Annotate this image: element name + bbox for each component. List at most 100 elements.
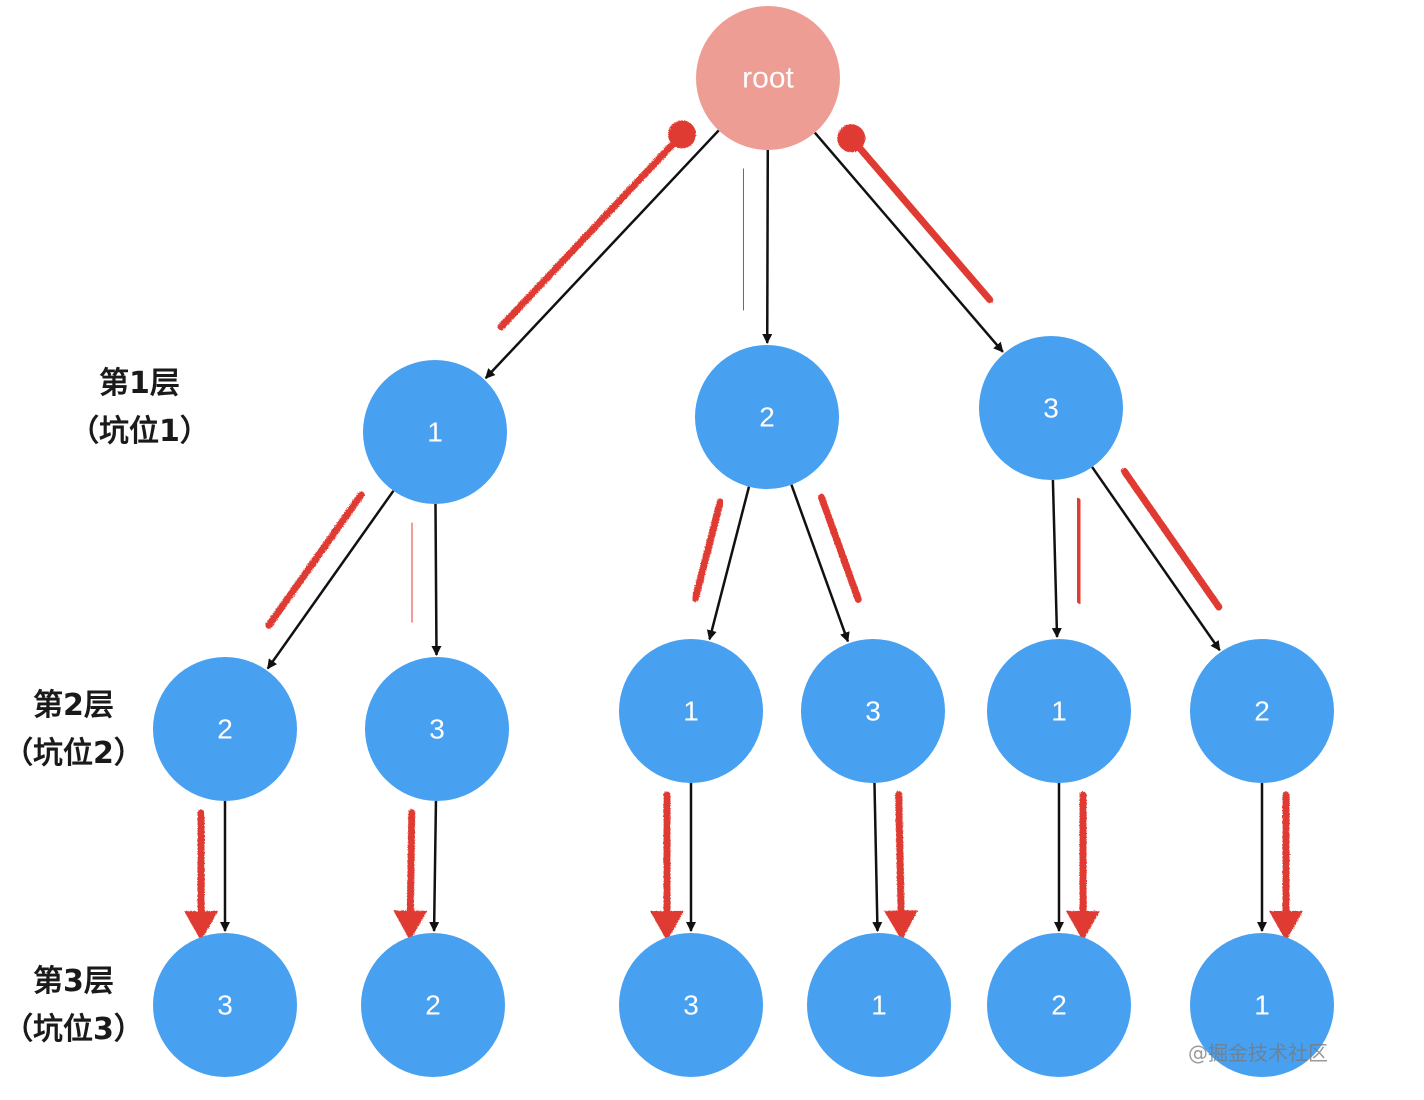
edges-layer <box>220 129 1267 933</box>
highlight-start-dot <box>668 120 697 149</box>
tree-node-label: 1 <box>683 696 699 727</box>
tree-node-label: 2 <box>425 990 441 1021</box>
tree-node-label: 3 <box>429 714 445 745</box>
tree-node-circle <box>153 657 297 801</box>
highlight-root-n3 <box>837 124 994 304</box>
tree-node-circle <box>153 933 297 1077</box>
highlight-n1-n13 <box>408 522 416 623</box>
highlight-n3-n31 <box>1073 497 1084 604</box>
tree-node-circle <box>987 933 1131 1077</box>
level-label-1-slot: （坑位1） <box>69 414 210 449</box>
highlight-stroke <box>691 498 724 602</box>
tree-node-level-2: 3 <box>365 657 509 801</box>
edge-arrow-root-n1 <box>484 129 720 379</box>
tree-node-label: 3 <box>1043 393 1059 424</box>
highlight-stroke <box>497 130 686 331</box>
level-label-3-title: 第3层 <box>33 964 114 999</box>
nodes-layer: root 1 2 3 2 3 1 3 1 2 3 2 3 1 2 1 <box>153 6 1334 1077</box>
highlight-stroke <box>817 493 862 603</box>
highlight-n32-n321 <box>1269 791 1303 941</box>
tree-node-circle <box>619 933 763 1077</box>
highlight-root-n1 <box>497 120 697 331</box>
edge-arrow-root-n2 <box>762 149 773 345</box>
highlight-arrowhead <box>1066 911 1100 941</box>
highlight-stroke <box>408 522 416 623</box>
level-label-2-slot: （坑位2） <box>3 736 144 771</box>
tree-node-circle <box>807 933 951 1077</box>
tree-node-label: 1 <box>1051 696 1067 727</box>
tree-node-level-3: 2 <box>987 933 1131 1077</box>
tree-node-level-1: 1 <box>363 360 507 504</box>
tree-node-label: 1 <box>427 417 443 448</box>
highlight-strokes-layer <box>184 120 1303 941</box>
level-label-2: 第2层 （坑位2） <box>0 682 151 778</box>
edge-arrow-n1-n13 <box>431 503 442 657</box>
highlight-n13-n132 <box>393 809 428 941</box>
tree-node-label: 2 <box>1051 990 1067 1021</box>
tree-node-label: 3 <box>217 990 233 1021</box>
level-label-1-title: 第1层 <box>99 366 180 401</box>
tree-node-level-2: 2 <box>153 657 297 801</box>
tree-node-level-2: 2 <box>1190 639 1334 783</box>
edge-arrow-n13-n132 <box>429 800 440 933</box>
tree-node-label: 1 <box>871 990 887 1021</box>
highlight-n2-n23 <box>817 493 862 603</box>
tree-node-circle <box>619 639 763 783</box>
tree-node-label: 3 <box>683 990 699 1021</box>
highlight-start-dot <box>837 124 866 153</box>
tree-node-circle <box>1190 639 1334 783</box>
level-label-3: 第3层 （坑位3） <box>0 958 151 1054</box>
highlight-n31-n312 <box>1066 791 1100 941</box>
tree-node-level-2: 1 <box>619 639 763 783</box>
tree-node-circle <box>695 345 839 489</box>
edge-arrow-n3-n32 <box>1091 466 1221 652</box>
tree-node-level-2: 1 <box>987 639 1131 783</box>
highlight-n3-n32 <box>1120 467 1223 611</box>
level-label-2-title: 第2层 <box>33 688 114 723</box>
watermark: @掘金技术社区 <box>1188 1041 1328 1065</box>
tree-node-circle <box>363 360 507 504</box>
highlight-stroke <box>847 134 994 304</box>
highlight-arrowhead <box>393 910 428 941</box>
edge-arrow-n3-n31 <box>1051 479 1062 639</box>
tree-node-circle <box>365 657 509 801</box>
edge-arrow-n23-n231 <box>872 782 883 933</box>
edge-arrow-n2-n21 <box>706 486 751 641</box>
tree-node-level-3: 3 <box>619 933 763 1077</box>
tree-node-level-3: 2 <box>361 933 505 1077</box>
tree-node-level-1: 2 <box>695 345 839 489</box>
level-label-3-slot: （坑位3） <box>3 1012 144 1047</box>
tree-node-circle <box>987 639 1131 783</box>
root-node-label: root <box>742 62 794 95</box>
highlight-stroke <box>1073 497 1084 604</box>
highlight-stroke <box>406 809 416 927</box>
edge-arrow-root-n3 <box>813 131 1004 353</box>
tree-node-label: 2 <box>759 402 775 433</box>
tree-node-level-3: 3 <box>153 933 297 1077</box>
edge-arrow-n2-n23 <box>790 484 850 643</box>
tree-node-level-2: 3 <box>801 639 945 783</box>
tree-node-label: 2 <box>1254 696 1270 727</box>
tree-node-circle <box>979 336 1123 480</box>
highlight-arrowhead <box>884 910 919 941</box>
highlight-n1-n12 <box>265 491 365 629</box>
highlight-stroke <box>895 790 905 927</box>
tree-node-circle <box>361 933 505 1077</box>
tree-node-label: 3 <box>865 696 881 727</box>
highlight-arrowhead <box>650 911 684 941</box>
highlight-stroke <box>265 491 365 629</box>
level-label-1: 第1层 （坑位1） <box>62 360 217 456</box>
tree-node-level-3: 1 <box>807 933 951 1077</box>
tree-node-label: 2 <box>217 714 233 745</box>
tree-node-circle <box>801 639 945 783</box>
tree-node-level-1: 3 <box>979 336 1123 480</box>
edge-arrow-n1-n12 <box>266 490 395 670</box>
highlight-arrowhead <box>1269 911 1303 941</box>
tree-node-circle <box>1190 933 1334 1077</box>
tree-node-label: 1 <box>1254 990 1270 1021</box>
highlight-n23-n231 <box>884 790 919 941</box>
highlight-n21-n213 <box>650 791 684 941</box>
tree-node-level-3: 1 <box>1190 933 1334 1077</box>
root-node-circle <box>696 6 840 150</box>
